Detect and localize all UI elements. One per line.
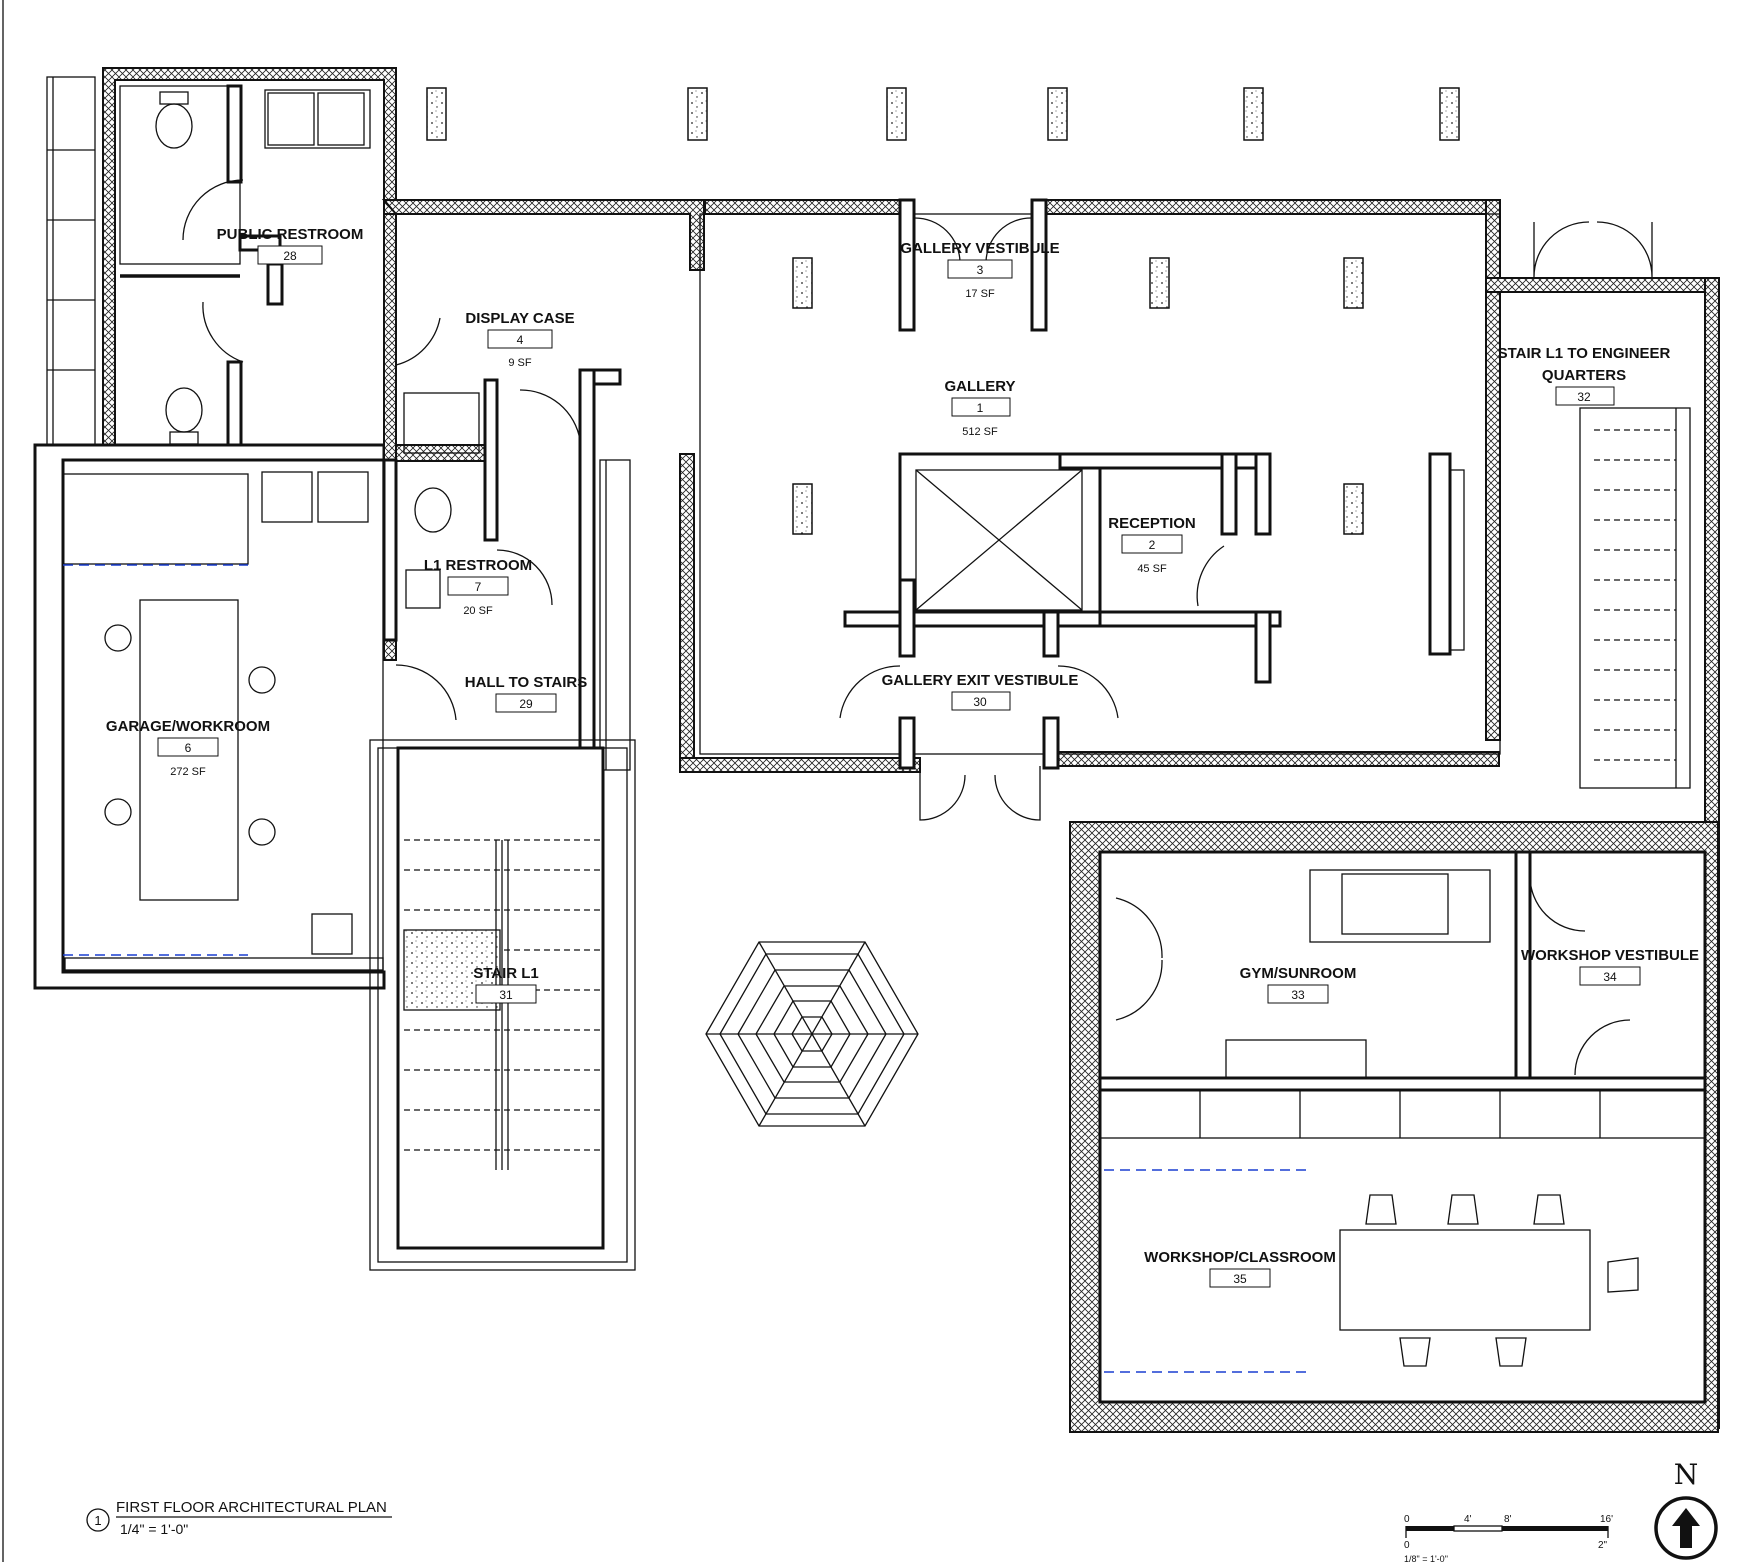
room-name-stair-engineer-line2: QUARTERS: [1542, 367, 1626, 384]
room-number-reception: 2: [1149, 538, 1156, 552]
room-name-gallery: GALLERY: [944, 378, 1015, 395]
room-area-reception: 45 SF: [1137, 563, 1167, 575]
room-number-gallery-exit-vestibule: 30: [973, 695, 987, 709]
room-number-l1-restroom: 7: [475, 580, 482, 594]
room-name-display-case: DISPLAY CASE: [465, 310, 574, 327]
room-number-public-restroom: 28: [283, 249, 297, 263]
scale-tick-16: 16': [1600, 1514, 1613, 1525]
room-number-workshop-vestibule: 34: [1603, 970, 1617, 984]
scale-tick-4: 4': [1464, 1514, 1472, 1525]
public-restroom-walls: [102, 67, 397, 461]
gym-workshop-block: [1069, 821, 1719, 1433]
north-label: N: [1674, 1458, 1699, 1491]
room-name-public-restroom: PUBLIC RESTROOM: [217, 226, 364, 243]
room-name-gym-sunroom: GYM/SUNROOM: [1240, 965, 1357, 982]
scale-tick-0: 0: [1404, 1514, 1410, 1525]
title-block: 1 FIRST FLOOR ARCHITECTURAL PLAN 1/4" = …: [86, 1499, 392, 1537]
room-name-l1-restroom: L1 RESTROOM: [424, 557, 532, 574]
room-area-l1-restroom: 20 SF: [463, 605, 493, 617]
exterior-columns: [426, 87, 1460, 535]
room-name-gallery-vestibule: GALLERY VESTIBULE: [900, 240, 1059, 257]
room-area-gallery-vestibule: 17 SF: [965, 288, 995, 300]
room-number-gallery: 1: [977, 401, 984, 415]
scale-tick-8: 8': [1504, 1514, 1512, 1525]
room-name-reception: RECEPTION: [1108, 515, 1196, 532]
scale-tick-bottom-0: 0: [1404, 1540, 1410, 1551]
left-exterior-steps: [46, 76, 96, 448]
hexagon-gazebo: [705, 941, 919, 1127]
room-number-garage-workroom: 6: [185, 741, 192, 755]
room-name-gallery-exit-vestibule: GALLERY EXIT VESTIBULE: [882, 672, 1079, 689]
view-number: 1: [94, 1513, 101, 1528]
room-number-display-case: 4: [517, 333, 524, 347]
room-number-hall-to-stairs: 29: [519, 697, 533, 711]
scale-tick-bottom-2: 2": [1598, 1540, 1608, 1551]
room-name-stair-engineer: STAIR L1 TO ENGINEER: [1498, 345, 1671, 362]
room-number-stair-l1: 31: [499, 988, 513, 1002]
scale-bar-label: 1/8" = 1'-0": [1404, 1554, 1448, 1562]
room-area-garage-workroom: 272 SF: [170, 766, 206, 778]
room-number-gym-sunroom: 33: [1291, 988, 1305, 1002]
room-name-stair-l1: STAIR L1: [473, 965, 539, 982]
room-name-workshop-classroom: WORKSHOP/CLASSROOM: [1144, 1249, 1336, 1266]
garage-workroom: [33, 443, 386, 990]
stair-l1: [369, 739, 636, 1271]
room-number-workshop-classroom: 35: [1233, 1272, 1247, 1286]
view-number-bubble: [86, 1508, 110, 1532]
gallery-walls: [381, 198, 1501, 821]
room-area-gallery: 512 SF: [962, 426, 998, 438]
drawing-scale: 1/4" = 1'-0": [120, 1521, 188, 1537]
room-name-workshop-vestibule: WORKSHOP VESTIBULE: [1521, 947, 1699, 964]
room-number-gallery-vestibule: 3: [977, 263, 984, 277]
room-name-hall-to-stairs: HALL TO STAIRS: [465, 674, 588, 691]
drawing-title: FIRST FLOOR ARCHITECTURAL PLAN: [116, 1499, 387, 1516]
room-labels: PUBLIC RESTROOM 28 DISPLAY CASE 4 9 SF G…: [106, 226, 1699, 1288]
room-number-stair-engineer: 32: [1577, 390, 1591, 404]
north-arrow-icon: N: [1654, 1458, 1718, 1560]
graphic-scale-bar: 0 4' 8' 16' 0 2" 1/8" = 1'-0": [1404, 1514, 1613, 1562]
room-area-display-case: 9 SF: [508, 357, 532, 369]
room-name-garage-workroom: GARAGE/WORKROOM: [106, 718, 270, 735]
